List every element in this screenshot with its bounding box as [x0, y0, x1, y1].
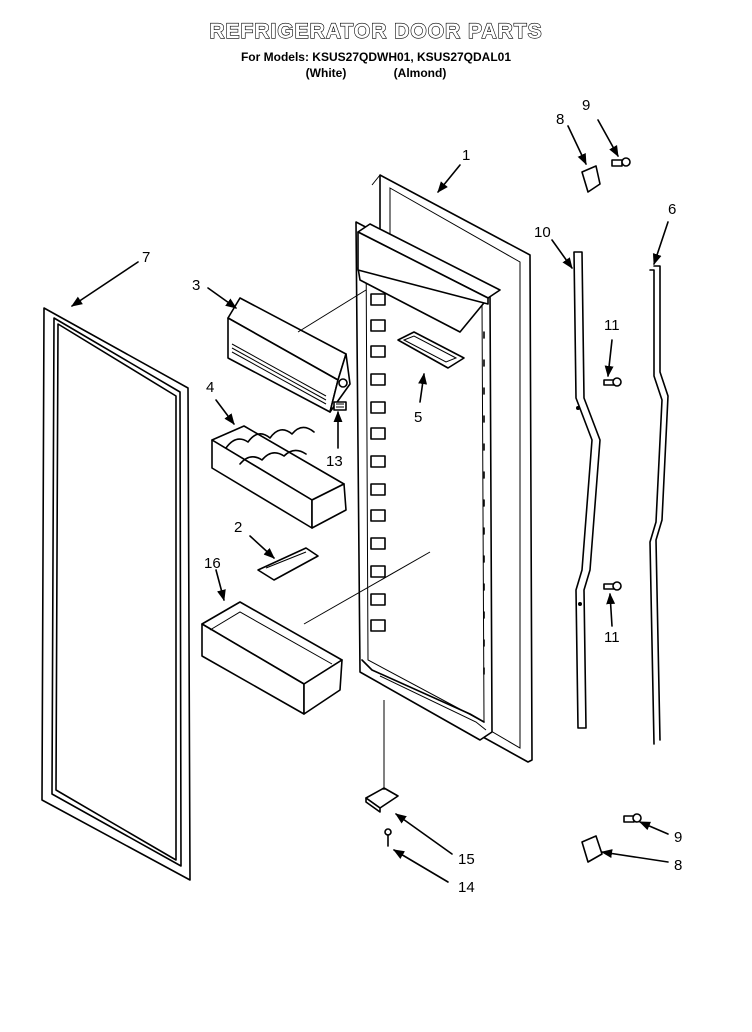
door-stop-part — [365, 787, 399, 847]
page-title: REFRIGERATOR DOOR PARTS — [209, 19, 543, 43]
shelf-supports — [370, 293, 386, 632]
dairy-louvres — [231, 343, 327, 405]
callout-9-bottom: 9 — [674, 829, 682, 846]
callout-3: 3 — [192, 277, 200, 294]
leader-lines — [71, 119, 669, 883]
door-gasket-part — [41, 307, 191, 881]
small-bin-part — [397, 331, 465, 369]
callout-13: 13 — [326, 453, 343, 470]
top-hinge-part — [581, 157, 631, 193]
callout-9-top: 9 — [582, 97, 590, 114]
callout-8-top: 8 — [556, 111, 564, 128]
door-part — [355, 174, 533, 763]
dairy-compartment-part — [227, 297, 351, 413]
callout-10: 10 — [534, 224, 551, 241]
variant-almond: (Almond) — [393, 66, 447, 80]
callout-5: 5 — [414, 409, 422, 426]
clip-part — [257, 547, 319, 581]
door-bin-part — [201, 601, 343, 715]
callout-numbers: 1 7 3 4 5 13 2 16 10 6 8 9 11 11 15 14 9… — [142, 97, 682, 896]
handle-bar-part — [573, 251, 601, 729]
spring-part — [333, 401, 347, 411]
callout-8-bottom: 8 — [674, 857, 682, 874]
callout-15: 15 — [458, 851, 475, 868]
callout-1: 1 — [462, 147, 470, 164]
callout-16: 16 — [204, 555, 221, 572]
callout-4: 4 — [206, 379, 214, 396]
screw-parts — [603, 377, 622, 591]
callout-6: 6 — [668, 201, 676, 218]
gasket-strip-part — [649, 265, 669, 745]
egg-tray-part — [211, 425, 347, 529]
models-line: For Models: KSUS27QDWH01, KSUS27QDAL01 — [240, 50, 512, 64]
variant-white: (White) — [305, 66, 347, 80]
variant-line: (White) (Almond) — [0, 66, 752, 80]
callout-11-bottom: 11 — [604, 629, 620, 646]
callout-14: 14 — [458, 879, 475, 896]
callout-2: 2 — [234, 519, 242, 536]
callout-7: 7 — [142, 249, 150, 266]
callout-11-top: 11 — [604, 317, 620, 334]
bottom-hinge-part — [581, 813, 642, 863]
